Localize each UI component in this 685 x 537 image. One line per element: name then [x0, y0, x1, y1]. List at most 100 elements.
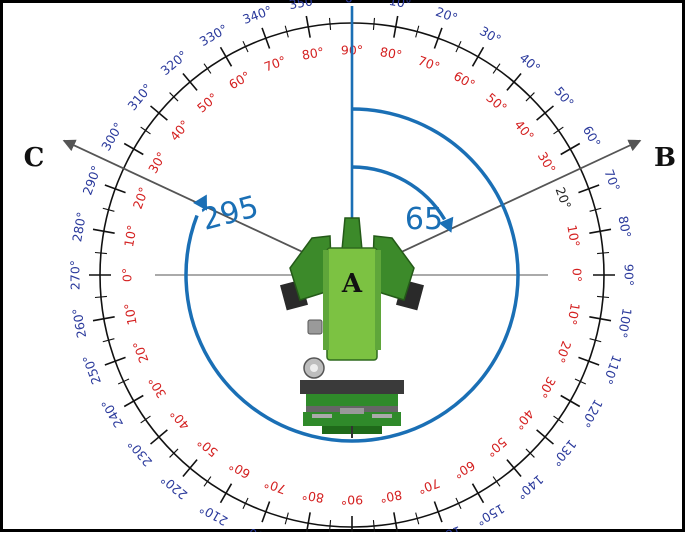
scale-tick: [104, 356, 126, 366]
outer-degree-label: 280°: [69, 211, 89, 243]
angle-arc-65: [351, 165, 447, 221]
outer-degree-label: 10°: [388, 0, 412, 12]
scale-tick: [305, 15, 311, 38]
inner-degree-label: 70°: [262, 476, 288, 498]
scale-tick: [574, 378, 587, 385]
scale-tick: [525, 448, 535, 458]
inner-degree-label: 20°: [553, 339, 575, 365]
scale-tick: [589, 228, 612, 234]
protractor-ticks: [89, 12, 615, 537]
scale-tick: [219, 483, 233, 504]
scale-tick: [203, 476, 212, 487]
scale-tick: [219, 46, 233, 67]
angle-arrow-65: [438, 216, 454, 233]
angle-arrow-295: [193, 194, 208, 211]
scale-tick: [102, 207, 115, 212]
inner-degree-label: 10°: [121, 224, 140, 248]
inner-degree-label: 20°: [553, 185, 575, 211]
scale-tick: [578, 184, 600, 194]
scale-tick: [525, 92, 535, 102]
scale-tick: [92, 316, 115, 322]
scale-tick: [536, 429, 554, 445]
point-b-label: B: [654, 143, 676, 173]
scale-tick: [433, 27, 443, 49]
scale-tick: [553, 415, 564, 424]
theodolite-icon: [280, 217, 424, 438]
scale-tick: [117, 378, 130, 385]
scale-tick: [372, 520, 376, 533]
inner-degree-label: 70°: [262, 53, 288, 75]
scale-tick: [104, 184, 126, 194]
scale-tick: [123, 142, 144, 156]
scale-tick: [471, 483, 485, 504]
scale-tick: [506, 459, 522, 477]
scale-tick: [589, 316, 612, 322]
scale-tick: [169, 92, 179, 102]
scale-tick: [305, 512, 311, 535]
scale-tick: [284, 512, 289, 525]
scale-tick: [328, 17, 332, 30]
inner-degree-label: 80°: [379, 487, 403, 506]
scale-tick: [242, 40, 249, 53]
scale-tick: [94, 295, 107, 299]
scale-tick: [506, 73, 522, 91]
scale-tick: [415, 512, 420, 525]
angle-label-65: 65: [405, 202, 443, 237]
scale-tick: [560, 394, 581, 408]
scale-tick: [589, 338, 602, 343]
scale-tick: [471, 46, 485, 67]
outer-degree-label: 270°: [68, 260, 83, 290]
scale-tick: [328, 520, 332, 533]
scale-tick: [393, 512, 399, 535]
scale-tick: [203, 63, 212, 74]
inner-degree-label: 70°: [416, 53, 442, 75]
scale-tick: [140, 126, 151, 135]
inner-degree-label: 20°: [130, 185, 152, 211]
inner-degree-label: 80°: [301, 44, 325, 63]
scale-tick: [433, 501, 443, 523]
scale-tick: [94, 251, 107, 255]
scale-tick: [536, 105, 554, 121]
scale-tick: [455, 40, 462, 53]
scale-tick: [182, 459, 198, 477]
inner-degree-label: 80°: [379, 44, 403, 63]
scale-tick: [150, 429, 168, 445]
inner-degree-label: 70°: [416, 476, 442, 498]
scale-tick: [182, 73, 198, 91]
inner-degree-label: 10°: [121, 302, 140, 326]
outer-degree-label: 0°: [345, 0, 359, 6]
scale-tick: [92, 228, 115, 234]
inner-degree-label: 10°: [564, 224, 583, 248]
outer-degree-label: 70°: [601, 167, 623, 193]
scale-tick: [372, 17, 376, 30]
scale-tick: [169, 448, 179, 458]
scale-tick: [261, 501, 271, 523]
outer-degree-label: 90°: [622, 264, 637, 286]
scale-tick: [492, 476, 501, 487]
inner-degree-label: 10°: [564, 302, 583, 326]
scale-tick: [589, 207, 602, 212]
scale-tick: [415, 25, 420, 38]
scale-tick: [150, 105, 168, 121]
point-a-label: A: [341, 269, 363, 299]
scale-tick: [597, 251, 610, 255]
outer-degree-label: 100°: [615, 307, 635, 339]
scale-tick: [560, 142, 581, 156]
scale-tick: [123, 394, 144, 408]
angle-arc-295: [184, 107, 520, 443]
scale-tick: [553, 126, 564, 135]
scale-tick: [455, 497, 462, 510]
inner-degree-label: 0°: [570, 268, 585, 282]
scale-tick: [393, 15, 399, 38]
scale-tick: [102, 338, 115, 343]
inner-degree-label: 90°: [341, 493, 363, 508]
scale-tick: [578, 356, 600, 366]
inner-degree-label: 80°: [301, 487, 325, 506]
outer-degree-label: 80°: [615, 215, 634, 239]
scale-tick: [242, 497, 249, 510]
scale-tick: [492, 63, 501, 74]
outer-degree-label: 260°: [69, 307, 89, 339]
outer-degree-label: 20°: [434, 4, 460, 26]
point-c-label: C: [24, 143, 45, 173]
